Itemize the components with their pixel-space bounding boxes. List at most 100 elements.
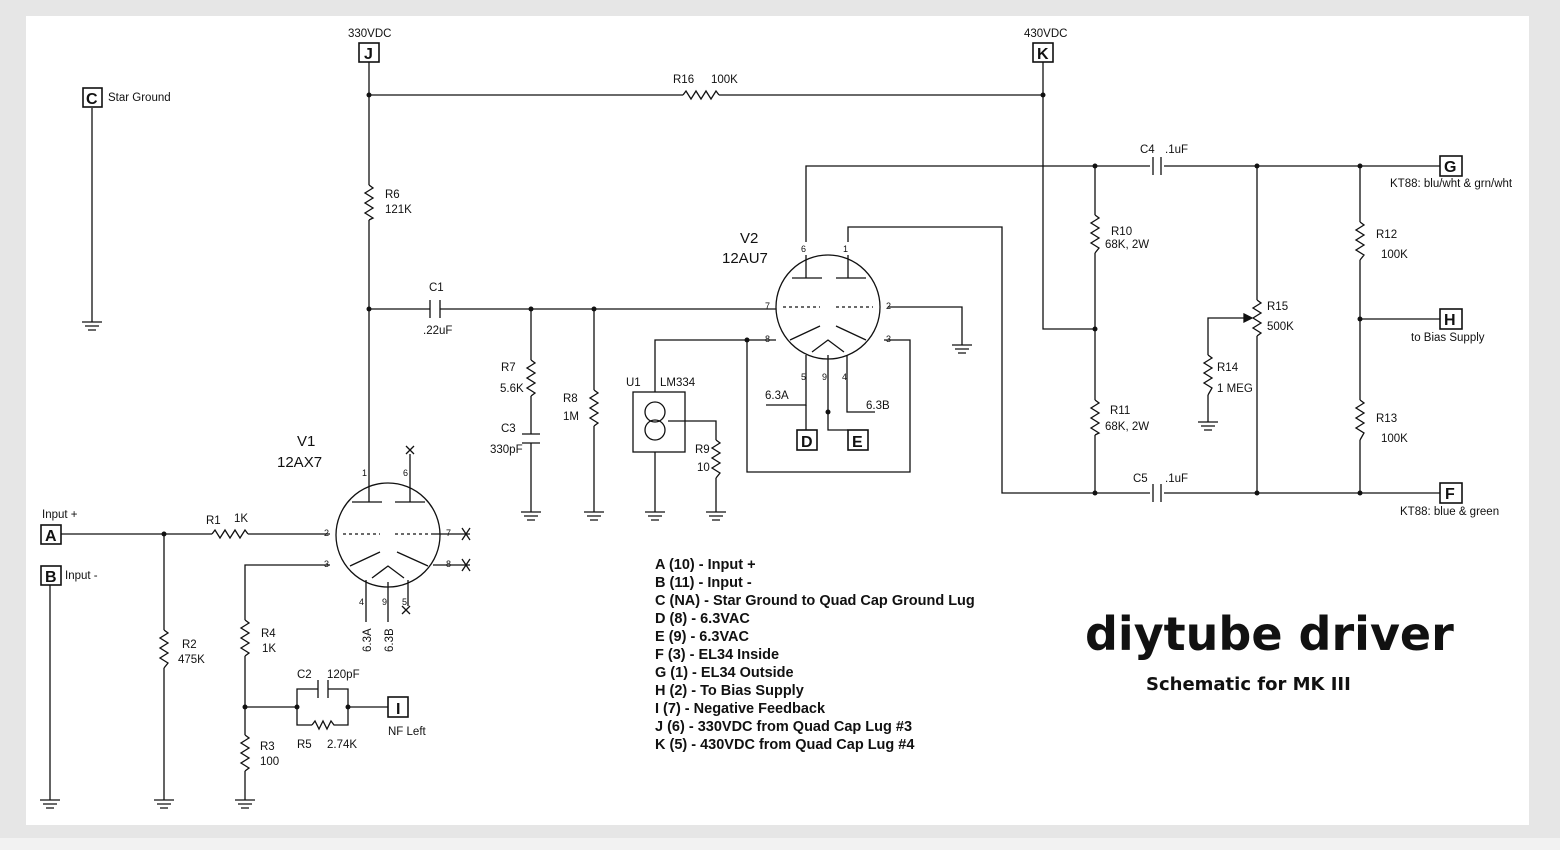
r8-value: 1M: [563, 411, 579, 423]
capacitors: [317, 157, 1162, 698]
terminal-b[interactable]: [40, 565, 62, 586]
c5-plates: [1152, 484, 1162, 502]
schematic-subtitle: Schematic for MK III: [1146, 674, 1351, 695]
r12-value: 100K: [1381, 249, 1408, 261]
c4-plates: [1152, 157, 1162, 175]
r15-wiper-arrow: [1243, 312, 1254, 324]
terminal-f-letter: F: [1445, 486, 1455, 503]
r12-name: R12: [1376, 229, 1397, 241]
v1-type: 12AX7: [277, 454, 322, 471]
terminal-f-label: KT88: blue & green: [1400, 506, 1499, 518]
r14-zigzag: [1202, 354, 1214, 396]
v1-name: V1: [297, 433, 315, 450]
terminal-f[interactable]: [1439, 482, 1463, 504]
r8-zigzag: [588, 389, 600, 427]
c5-value: .1uF: [1165, 473, 1188, 485]
ground-icon: [154, 799, 174, 809]
r1-zigzag: [211, 528, 249, 540]
r16-value: 100K: [711, 74, 738, 86]
terminal-i-letter: I: [396, 701, 400, 718]
c2-plates: [317, 680, 329, 698]
c5-name: C5: [1133, 473, 1148, 485]
c4-name: C4: [1140, 144, 1155, 156]
ground-icon: [952, 344, 972, 354]
r10-name: R10: [1111, 226, 1132, 238]
terminal-h[interactable]: [1439, 308, 1463, 330]
terminal-d[interactable]: [796, 429, 818, 451]
ground-icon: [645, 511, 665, 521]
legend-item: C (NA) - Star Ground to Quad Cap Ground …: [655, 593, 975, 609]
v1-pin-2: 2: [324, 528, 329, 538]
v2-pin-5: 5: [801, 372, 806, 382]
v2-pin-8: 8: [765, 334, 770, 344]
terminal-c-letter: C: [86, 91, 98, 108]
terminal-c[interactable]: [82, 87, 103, 108]
r2-value: 475K: [178, 654, 205, 666]
r15-name: R15: [1267, 301, 1288, 313]
r16-name: R16: [673, 74, 694, 86]
v1-fil-b: 6.3B: [384, 628, 396, 652]
u1-value: LM334: [660, 377, 696, 389]
r1-name: R1: [206, 515, 221, 527]
v2-pin-9: 9: [822, 372, 827, 382]
v2-type: 12AU7: [722, 250, 768, 267]
v1-pin-8: 8: [446, 559, 451, 569]
c4-value: .1uF: [1165, 144, 1188, 156]
junctions: [161, 92, 1363, 710]
c3-value: 330pF: [490, 444, 523, 456]
r12-zigzag: [1354, 221, 1366, 261]
legend-item: F (3) - EL34 Inside: [655, 647, 779, 663]
v1-pin-7: 7: [446, 528, 451, 538]
ground-icon: [40, 799, 60, 809]
r6-name: R6: [385, 189, 400, 201]
ground-icon: [584, 511, 604, 521]
ground-icon: [706, 511, 726, 521]
r7-zigzag: [525, 359, 537, 397]
r4-name: R4: [261, 628, 276, 640]
v2-pin-1: 1: [843, 244, 848, 254]
r13-name: R13: [1376, 413, 1397, 425]
terminal-b-letter: B: [45, 569, 57, 586]
terminal-i[interactable]: [387, 696, 409, 718]
r9-value: 10: [697, 462, 710, 474]
legend-item: K (5) - 430VDC from Quad Cap Lug #4: [655, 737, 914, 753]
v1-pin-1: 1: [362, 468, 367, 478]
r7-value: 5.6K: [500, 383, 524, 395]
r3-value: 100: [260, 756, 279, 768]
r8-name: R8: [563, 393, 578, 405]
r6-zigzag: [363, 184, 375, 221]
terminal-e[interactable]: [847, 429, 869, 451]
r13-zigzag: [1354, 399, 1366, 441]
terminal-k[interactable]: [1032, 42, 1054, 63]
c3-plates: [522, 433, 540, 444]
u1-current-source: [632, 391, 686, 453]
terminal-j[interactable]: [358, 42, 380, 63]
r14-name: R14: [1217, 362, 1239, 374]
ground-icon: [82, 321, 102, 331]
r15-value: 500K: [1267, 321, 1294, 333]
r4-value: 1K: [262, 643, 276, 655]
r16-zigzag: [682, 89, 720, 101]
schematic-title: diytube driver: [1085, 607, 1454, 661]
wires: [49, 62, 1440, 800]
r2-zigzag: [158, 629, 170, 669]
grounds: [40, 321, 1218, 809]
terminal-a-label: Input +: [42, 509, 78, 521]
terminal-k-letter: K: [1037, 46, 1049, 63]
terminal-i-label: NF Left: [388, 726, 427, 738]
terminal-h-label: to Bias Supply: [1411, 332, 1485, 344]
v1-pin-9: 9: [382, 597, 387, 607]
v2-pin-7: 7: [765, 301, 770, 311]
bottom-strip: [0, 838, 1560, 850]
v2-pin-4: 4: [842, 372, 847, 382]
terminal-g[interactable]: [1439, 155, 1463, 177]
v2-fil-a: 6.3A: [765, 390, 789, 402]
terminal-h-letter: H: [1444, 312, 1456, 329]
ground-icon: [235, 799, 255, 809]
r3-name: R3: [260, 741, 275, 753]
v1-fil-a: 6.3A: [362, 628, 374, 652]
terminal-a[interactable]: [40, 524, 62, 545]
v1-pin-3: 3: [324, 559, 329, 569]
r11-name: R11: [1110, 405, 1130, 417]
